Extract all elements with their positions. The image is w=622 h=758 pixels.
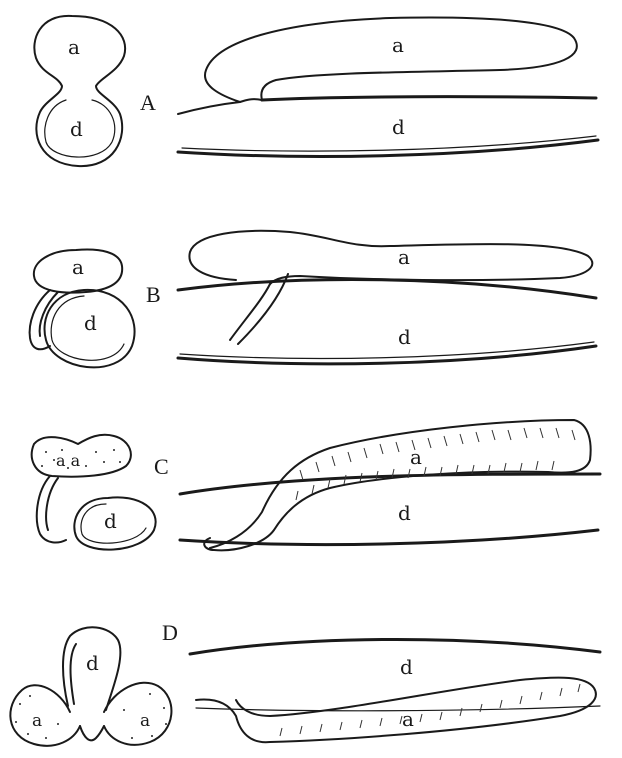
row-d-small-left-a (10, 685, 80, 746)
row-d: d a a D d a (10, 620, 600, 746)
row-b-long-d-bottom-inner (180, 342, 594, 358)
row-b-label: B (146, 282, 161, 307)
row-a-long-d-label: d (392, 115, 405, 139)
row-a-long-a-sac (205, 18, 577, 102)
row-a-stalk (178, 99, 262, 114)
row-a-long-a-label: a (392, 33, 404, 57)
row-b-long-d-label: d (398, 325, 411, 349)
row-c-long-d-top (180, 474, 600, 494)
row-a-small-a-label: a (68, 35, 80, 59)
row-d-label: D (162, 620, 178, 645)
row-c-small-a-label: a a (56, 451, 81, 470)
row-d-long-d-label: d (400, 655, 413, 679)
row-c-small-a (32, 435, 131, 477)
row-c: a a d C a d (32, 420, 600, 550)
row-d-long-d-bottom (196, 706, 600, 711)
row-d-small-right-a (104, 683, 171, 745)
row-c-long-d-label: d (398, 501, 411, 525)
row-b-long-a-sac (189, 231, 592, 284)
row-b-small-stalk (30, 290, 58, 349)
row-b-small-a-label: a (72, 255, 84, 279)
row-b-long-d-top (178, 280, 596, 298)
row-c-small-d-label: d (104, 509, 117, 533)
row-a: a d A a d (34, 16, 598, 166)
row-d-small-right-a-label: a (140, 711, 150, 731)
row-a-label: A (140, 90, 156, 115)
row-d-small-left-a-label: a (32, 711, 42, 731)
row-b-small-d-label: d (84, 311, 97, 335)
row-c-long-a-label: a (410, 445, 422, 469)
row-d-long-a-label: a (402, 707, 414, 731)
row-d-small-base (80, 726, 104, 740)
row-a-small-d-label: d (70, 117, 83, 141)
row-a-long-d-top (262, 97, 596, 100)
row-c-label: C (154, 454, 169, 479)
row-c-small-a-stipple (41, 449, 121, 469)
row-b: a d B a d (30, 231, 596, 368)
row-a-long-d-bottom-inner (182, 136, 596, 151)
row-c-long-a-hatching (296, 428, 575, 500)
row-d-small-d-label: d (86, 651, 99, 675)
row-d-long-d-top (190, 639, 600, 654)
row-c-small-stalk (37, 476, 66, 542)
row-b-long-a-label: a (398, 245, 410, 269)
